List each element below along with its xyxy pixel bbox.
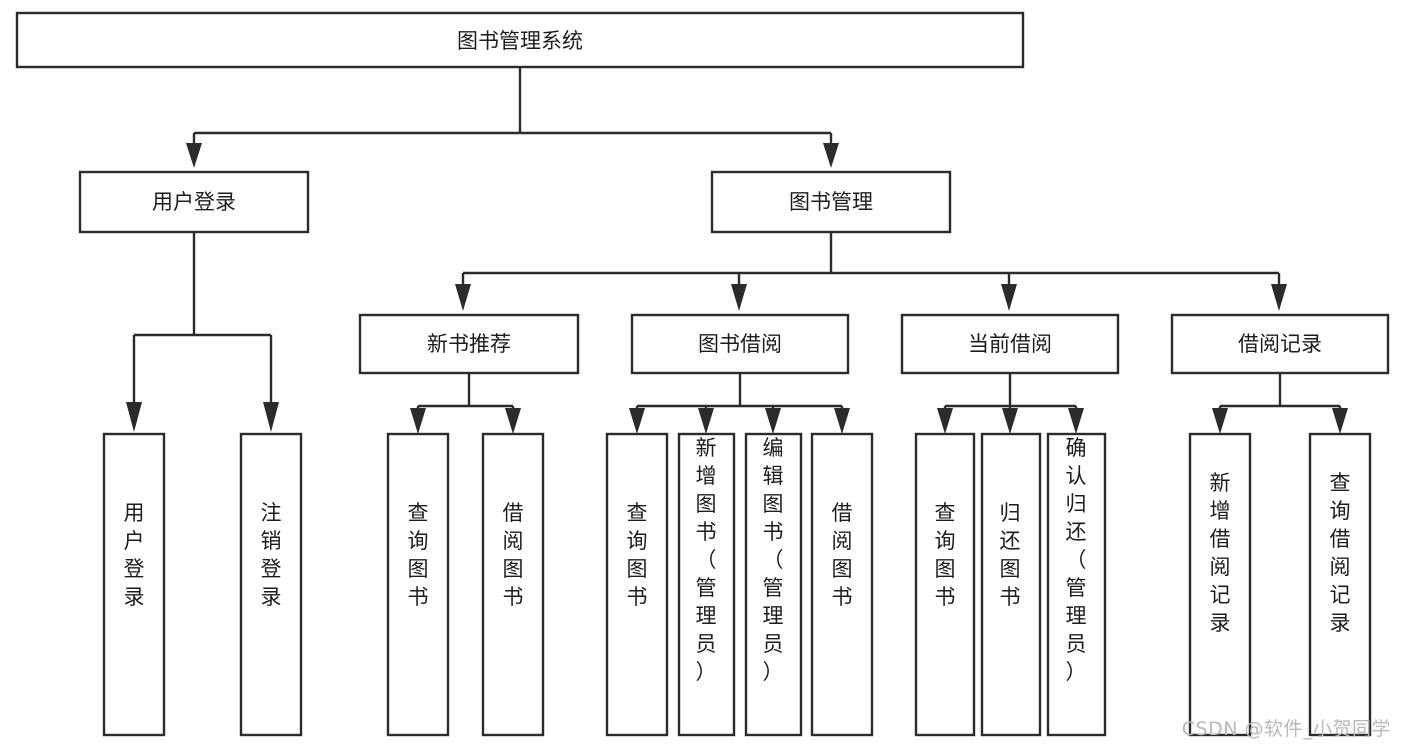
book-manage-box: [710, 170, 952, 234]
leaf-node-query-book-1[interactable]: 查询图书: [386, 432, 450, 737]
new-book-recommend-box: [358, 313, 580, 375]
leaf-user-logout-label: 注销登录: [261, 501, 282, 609]
leaf-query-book-2-label: 查询图书: [627, 501, 648, 609]
book-manage-label: 图书管理: [789, 190, 873, 214]
leaf-return-book-label: 归还图书: [1000, 501, 1021, 609]
arrow-head-leaf-query-book-3: [937, 408, 953, 434]
node-book-borrow[interactable]: 图书借阅: [630, 313, 850, 375]
leaf-node-edit-book[interactable]: 编辑图书（管理员）: [744, 432, 803, 737]
arrow-head-leaf-query-book-1: [410, 408, 426, 434]
root-label: 图书管理系统: [457, 29, 583, 53]
node-borrow-record[interactable]: 借阅记录: [1170, 313, 1390, 375]
leaf-borrow-book-1-label: 借阅图书: [503, 501, 524, 609]
node-root[interactable]: 图书管理系统: [15, 11, 1025, 69]
current-borrow-box: [900, 313, 1120, 375]
borrow-record-label: 借阅记录: [1238, 332, 1322, 356]
arrow-head-leaf-user-login: [126, 402, 142, 432]
leaf-node-query-book-3[interactable]: 查询图书: [914, 432, 976, 737]
borrow-record-box: [1170, 313, 1390, 375]
leaf-node-add-record[interactable]: 新增借阅记录: [1188, 432, 1252, 737]
arrow-head-leaf-query-record: [1332, 408, 1348, 434]
root-box: [15, 11, 1025, 69]
leaf-edit-book-box: [744, 432, 803, 737]
leaf-query-book-1-label: 查询图书: [408, 501, 429, 609]
arrow-head-leaf-add-book: [698, 408, 714, 434]
book-borrow-box: [630, 313, 850, 375]
leaf-node-confirm-return[interactable]: 确认归还（管理员）: [1046, 432, 1107, 737]
user-login-label: 用户登录: [152, 190, 236, 214]
book-borrow-label: 图书借阅: [698, 332, 782, 356]
leaf-add-record-box: [1188, 432, 1252, 737]
leaf-borrow-book-2-label: 借阅图书: [832, 501, 853, 609]
arrow-head-user-login: [186, 143, 202, 168]
leaf-node-query-record[interactable]: 查询借阅记录: [1308, 432, 1372, 737]
leaf-confirm-return-label: 确认归还（管理员）: [1066, 436, 1087, 684]
node-new-book-recommend[interactable]: 新书推荐: [358, 313, 580, 375]
arrow-head-leaf-edit-book: [765, 408, 781, 434]
arrow-head-leaf-query-book-2: [629, 408, 645, 434]
node-book-manage[interactable]: 图书管理: [710, 170, 952, 234]
new-book-recommend-label: 新书推荐: [427, 332, 511, 356]
leaf-query-book-3-label: 查询图书: [935, 501, 956, 609]
leaf-borrow-book-1-box: [481, 432, 545, 737]
arrow-head-leaf-add-record: [1212, 408, 1228, 434]
arrow-head-new-book-recommend: [455, 284, 471, 311]
leaf-node-return-book[interactable]: 归还图书: [980, 432, 1042, 737]
leaf-node-user-login[interactable]: 用户登录: [102, 432, 166, 737]
leaf-query-book-2-box: [605, 432, 669, 737]
leaf-node-add-book[interactable]: 新增图书（管理员）: [677, 432, 736, 737]
leaf-return-book-box: [980, 432, 1042, 737]
arrow-head-leaf-confirm-return: [1068, 408, 1084, 434]
leaf-node-borrow-book-2[interactable]: 借阅图书: [810, 432, 874, 737]
leaf-borrow-book-2-box: [810, 432, 874, 737]
leaf-user-login-box: [102, 432, 166, 737]
leaf-user-login-label: 用户登录: [124, 501, 145, 609]
leaf-confirm-return-box: [1046, 432, 1107, 737]
node-user-login[interactable]: 用户登录: [78, 170, 310, 234]
leaf-query-book-3-box: [914, 432, 976, 737]
arrow-head-current-borrow: [1001, 284, 1017, 311]
arrow-head-leaf-borrow-book-2: [834, 408, 850, 434]
arrow-head-book-manage: [823, 143, 839, 168]
leaf-node-query-book-2[interactable]: 查询图书: [605, 432, 669, 737]
leaf-query-record-label: 查询借阅记录: [1330, 471, 1351, 635]
leaf-node-borrow-book-1[interactable]: 借阅图书: [481, 432, 545, 737]
leaf-add-book-box: [677, 432, 736, 737]
leaf-add-record-label: 新增借阅记录: [1210, 471, 1231, 635]
leaf-node-user-logout[interactable]: 注销登录: [239, 432, 303, 737]
arrow-head-book-borrow: [731, 284, 747, 311]
node-current-borrow[interactable]: 当前借阅: [900, 313, 1120, 375]
arrow-head-leaf-return-book: [1002, 408, 1018, 434]
leaf-edit-book-label: 编辑图书（管理员）: [763, 436, 784, 684]
leaf-add-book-label: 新增图书（管理员）: [696, 436, 717, 684]
leaf-user-logout-box: [239, 432, 303, 737]
leaf-query-book-1-box: [386, 432, 450, 737]
arrow-head-leaf-borrow-book-1: [505, 408, 521, 434]
leaf-query-record-box: [1308, 432, 1372, 737]
arrow-head-leaf-user-logout: [263, 402, 279, 432]
current-borrow-label: 当前借阅: [968, 332, 1052, 356]
arrow-head-borrow-record: [1271, 284, 1287, 311]
